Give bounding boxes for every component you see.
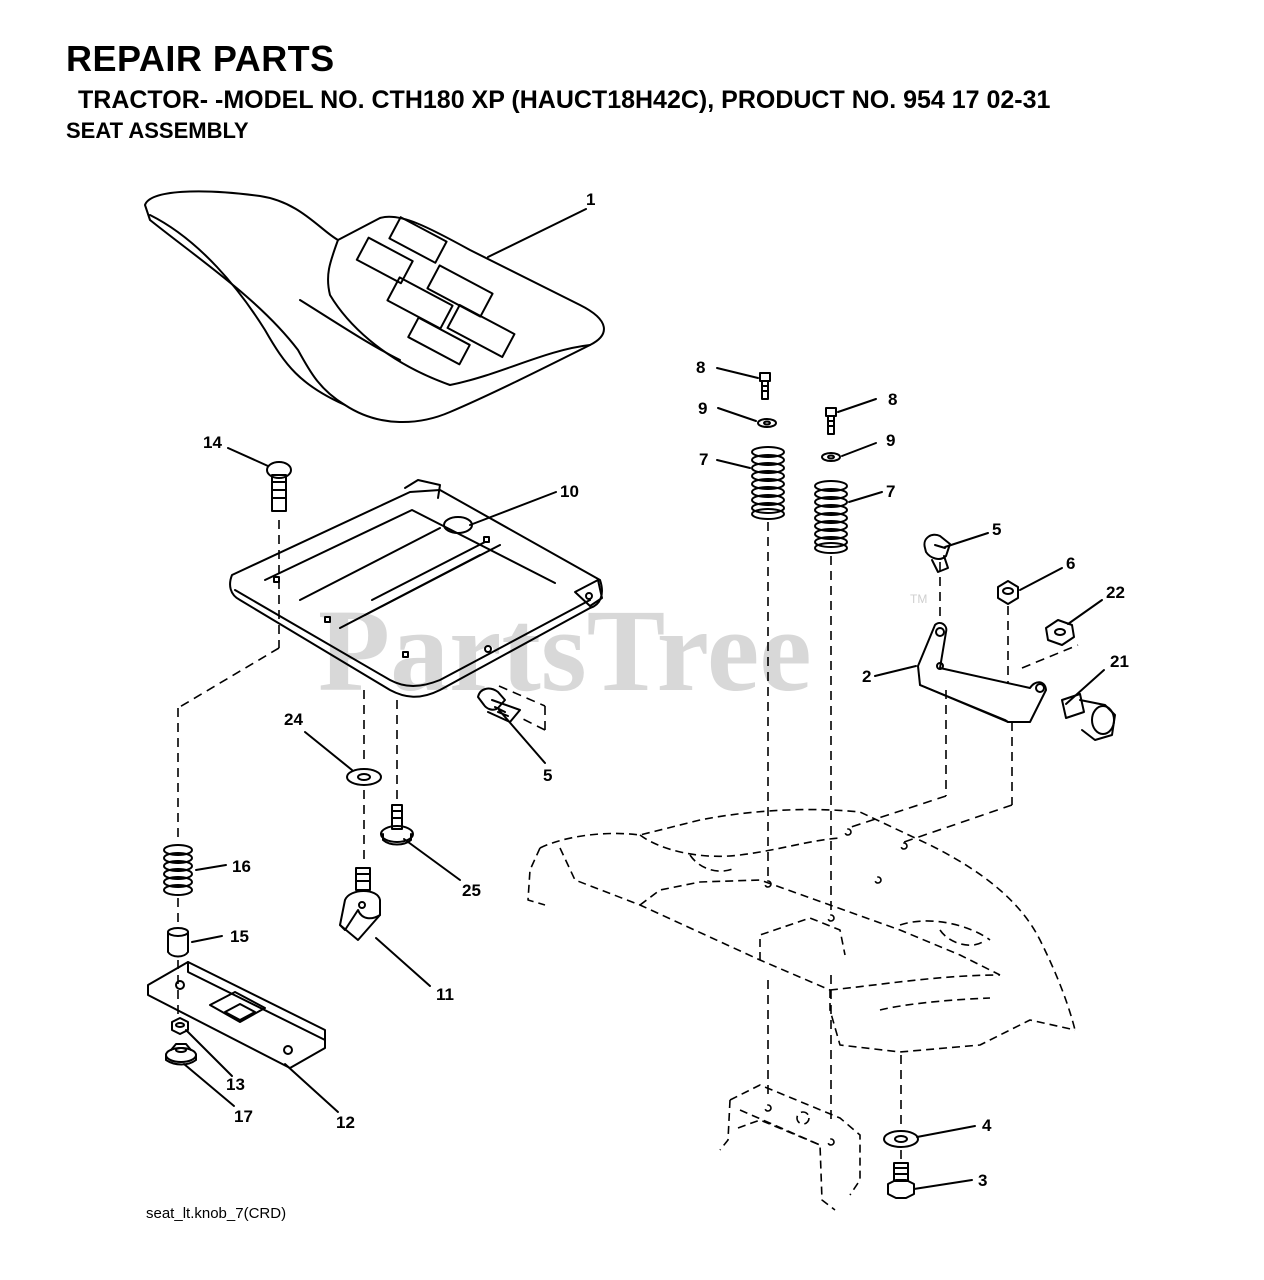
bolt-8-left[interactable]: [759, 372, 771, 400]
callout-1[interactable]: 1: [586, 190, 595, 209]
spring-7-right[interactable]: [814, 480, 848, 554]
callout-13[interactable]: 13: [226, 1075, 245, 1094]
nut-6[interactable]: [997, 580, 1019, 605]
nut-22[interactable]: [1045, 619, 1075, 646]
bracket-2[interactable]: [917, 622, 1047, 723]
leader-25: [403, 838, 461, 881]
callout-2[interactable]: 2: [862, 667, 871, 686]
callout-12[interactable]: 12: [336, 1113, 355, 1132]
washer-4[interactable]: [883, 1130, 919, 1148]
callout-9-left[interactable]: 9: [698, 399, 707, 418]
leader-8-right: [837, 398, 877, 413]
leader-3: [913, 1179, 973, 1190]
washer-9-right[interactable]: [821, 452, 841, 462]
slide-plate-12[interactable]: [147, 961, 326, 1069]
washer-24[interactable]: [346, 768, 382, 786]
callout-14[interactable]: 14: [203, 433, 222, 452]
spring-16[interactable]: [163, 844, 193, 896]
washer-9-left[interactable]: [757, 418, 777, 428]
tractor-frame-outline: [527, 808, 1076, 1211]
callout-4[interactable]: 4: [982, 1116, 992, 1135]
callout-3[interactable]: 3: [978, 1171, 987, 1190]
assembly-lines: [177, 520, 1079, 1162]
leader-5-left: [498, 709, 546, 764]
leader-17: [183, 1063, 235, 1107]
leader-10: [469, 491, 557, 526]
page-title: REPAIR PARTS: [66, 38, 335, 79]
flange-bolt-25[interactable]: [380, 804, 414, 846]
seat-cushion[interactable]: [144, 190, 605, 424]
section-title: SEAT ASSEMBLY: [66, 118, 249, 143]
watermark-tm: TM: [910, 592, 927, 606]
callout-22[interactable]: 22: [1106, 583, 1125, 602]
leader-12: [284, 1063, 339, 1113]
leader-9-left: [717, 407, 757, 422]
leader-7-right: [848, 491, 883, 503]
leader-2: [874, 665, 917, 677]
leader-1: [487, 208, 587, 258]
leader-6: [1019, 567, 1063, 591]
leader-13: [185, 1029, 233, 1077]
callout-6[interactable]: 6: [1066, 554, 1075, 573]
leader-22: [1067, 599, 1103, 625]
bolt-8-right[interactable]: [825, 407, 837, 435]
leader-21: [1065, 669, 1105, 705]
flange-nut-17[interactable]: [165, 1043, 197, 1066]
bushing-15[interactable]: [167, 927, 189, 958]
callout-7-right[interactable]: 7: [886, 482, 895, 501]
leader-14: [227, 447, 269, 467]
leader-15: [191, 935, 223, 943]
leader-4: [916, 1125, 976, 1138]
callout-5-left[interactable]: 5: [543, 766, 552, 785]
nut-13[interactable]: [171, 1017, 189, 1035]
callout-24[interactable]: 24: [284, 710, 303, 729]
callout-15[interactable]: 15: [230, 927, 249, 946]
callout-9-right[interactable]: 9: [886, 431, 895, 450]
model-subtitle: TRACTOR- -MODEL NO. CTH180 XP (HAUCT18H4…: [78, 86, 1051, 114]
leader-7-left: [716, 459, 751, 469]
seat-clip-5-right[interactable]: [923, 533, 951, 573]
diagram-code: seat_lt.knob_7(CRD): [146, 1205, 287, 1222]
callout-8-left[interactable]: 8: [696, 358, 705, 377]
callout-7-left[interactable]: 7: [699, 450, 708, 469]
seat-pan-10[interactable]: [229, 479, 603, 698]
leader-5-right: [944, 532, 989, 548]
callout-25[interactable]: 25: [462, 881, 481, 900]
callout-11[interactable]: 11: [436, 985, 454, 1004]
callout-16[interactable]: 16: [232, 857, 251, 876]
spring-7-left[interactable]: [751, 446, 785, 520]
leader-24: [304, 731, 353, 771]
bolt-3[interactable]: [887, 1162, 915, 1199]
leader-16: [195, 864, 227, 871]
seat-knob-11[interactable]: [339, 867, 381, 941]
leader-11: [375, 937, 431, 987]
watermark-text: PartsTree: [318, 585, 812, 716]
leader-9-right: [841, 442, 877, 457]
callout-5-right[interactable]: 5: [992, 520, 1001, 539]
callout-10[interactable]: 10: [560, 482, 579, 501]
callout-17[interactable]: 17: [234, 1107, 253, 1126]
carriage-bolt-14[interactable]: [266, 461, 292, 512]
leader-8-left: [716, 367, 759, 379]
callout-8-right[interactable]: 8: [888, 390, 897, 409]
callout-21[interactable]: 21: [1110, 652, 1129, 671]
